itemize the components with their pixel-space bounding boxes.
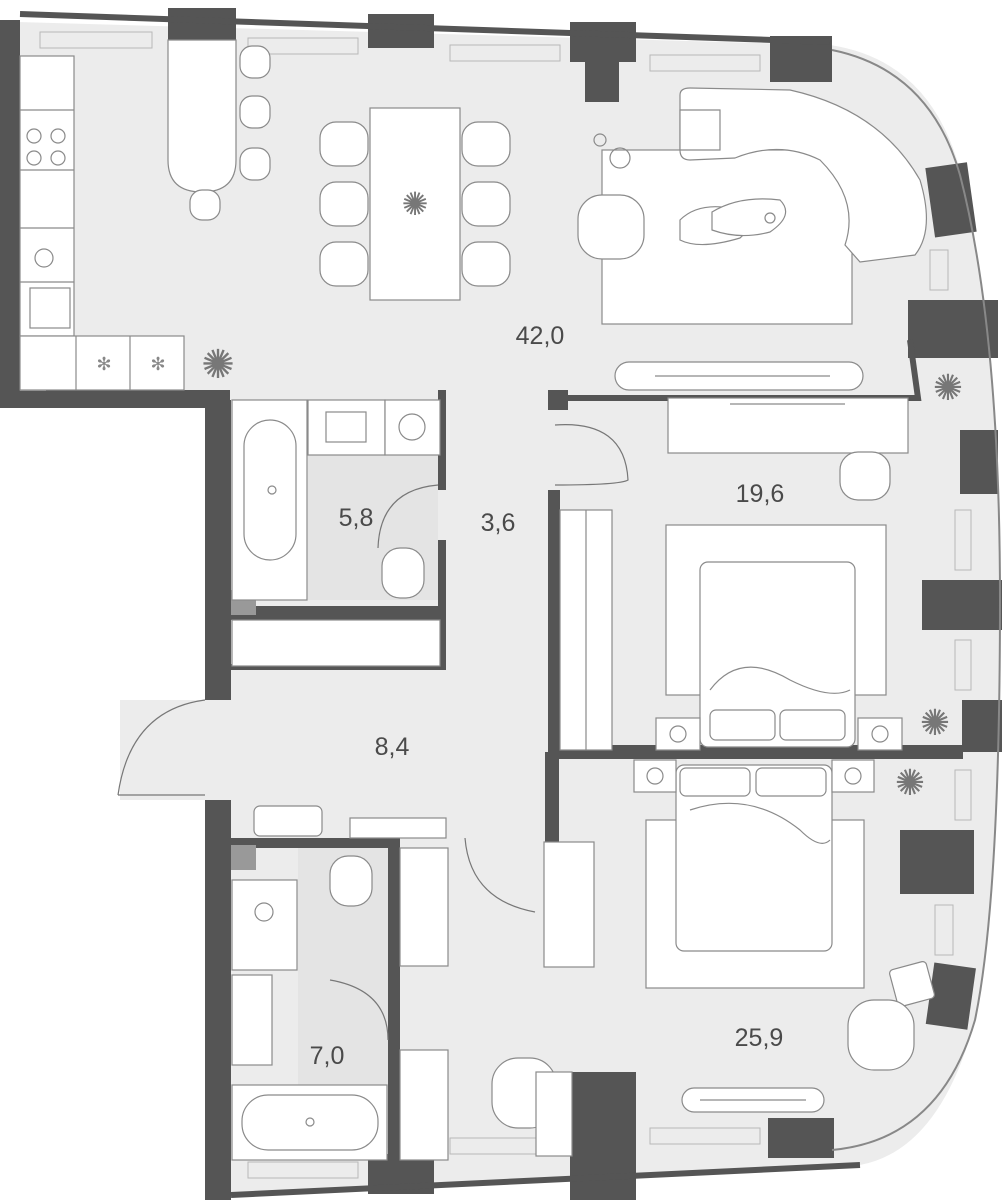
room-area-hall-small: 3,6 [481, 509, 516, 537]
svg-text:✻: ✻ [96, 354, 111, 374]
bedroom-master: ✺ [491, 759, 935, 1157]
bathroom-2 [231, 847, 449, 1161]
room-area-bedroom-master: 25,9 [735, 1024, 784, 1052]
svg-text:✻: ✻ [150, 354, 165, 374]
room-area-hall: 8,4 [375, 733, 410, 761]
bathroom-1 [231, 399, 441, 667]
bedroom-small: ✺ ✺ [559, 367, 963, 751]
plant-icon: ✺ [201, 343, 235, 387]
room-area-living-kitchen: 42,0 [516, 322, 565, 350]
room-area-bedroom-1: 19,6 [736, 480, 785, 508]
svg-text:✺: ✺ [920, 702, 950, 743]
room-area-bathroom-1: 5,8 [339, 504, 374, 532]
svg-text:✺: ✺ [933, 367, 963, 408]
room-area-bathroom-2: 7,0 [310, 1042, 345, 1070]
hall [117, 424, 629, 968]
window-hatches [39, 31, 972, 1179]
kitchen: ✻ ✻ [19, 39, 271, 391]
living-area [577, 87, 927, 391]
dining-table: ✺ [319, 107, 511, 301]
svg-text:✺: ✺ [895, 762, 925, 803]
svg-text:✺: ✺ [402, 186, 429, 222]
